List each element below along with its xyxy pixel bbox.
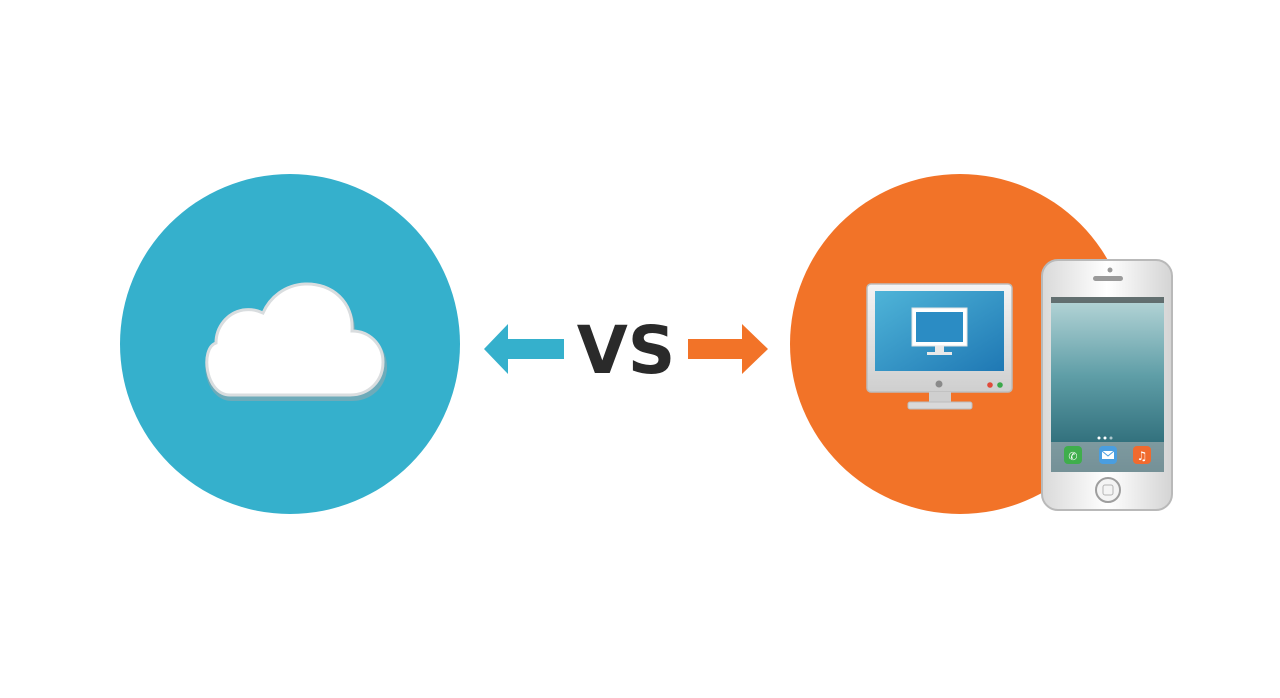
right-arrow-icon	[688, 324, 768, 374]
cloud-icon	[205, 282, 387, 401]
devices-group: ✆ ♫	[790, 174, 1173, 514]
desktop-monitor-icon	[866, 283, 1013, 410]
smartphone-icon: ✆ ♫	[1041, 259, 1173, 511]
left-arrow-icon	[484, 324, 564, 374]
cloud-group	[120, 174, 460, 514]
svg-text:✆: ✆	[1068, 450, 1077, 463]
vs-label: VS	[577, 312, 676, 389]
svg-text:♫: ♫	[1137, 449, 1148, 463]
